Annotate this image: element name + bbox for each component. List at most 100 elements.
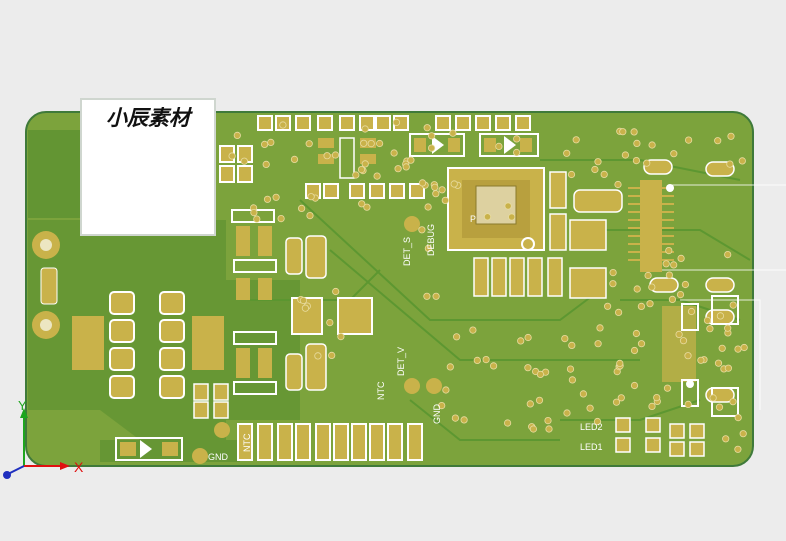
axis-origin <box>3 471 11 479</box>
via <box>568 341 576 349</box>
via <box>375 139 384 148</box>
via <box>617 394 625 402</box>
axis-gizmo: X Y <box>3 398 84 479</box>
resistor-bank <box>473 257 563 297</box>
via <box>423 292 431 300</box>
via <box>729 301 737 309</box>
via-field <box>228 118 748 453</box>
via <box>567 170 576 179</box>
via <box>653 393 661 402</box>
mcu-chip <box>447 167 545 251</box>
bottom-header-pads <box>237 423 423 461</box>
via <box>684 352 692 360</box>
test-points <box>192 216 442 464</box>
via <box>637 302 646 310</box>
via <box>442 386 450 394</box>
mcu-right-pads <box>549 171 623 299</box>
via <box>503 419 512 427</box>
via <box>524 364 532 372</box>
via <box>431 183 439 191</box>
via <box>250 209 258 217</box>
via <box>337 332 345 341</box>
via <box>495 142 503 150</box>
via <box>616 359 624 367</box>
via <box>290 155 299 163</box>
via <box>402 163 410 171</box>
via <box>446 363 454 371</box>
via <box>632 157 641 165</box>
via <box>668 295 677 303</box>
via <box>517 337 525 345</box>
via <box>328 351 336 359</box>
via <box>452 333 461 341</box>
via <box>394 165 402 173</box>
via <box>240 157 248 165</box>
via <box>360 139 368 147</box>
via <box>677 254 685 262</box>
via <box>272 193 280 201</box>
x-axis-label: X <box>74 459 84 475</box>
fiducial <box>521 237 535 251</box>
via <box>734 445 742 453</box>
via <box>609 280 617 288</box>
via <box>460 416 468 424</box>
via <box>392 118 400 127</box>
via <box>301 304 309 312</box>
mounting-hole-right-2 <box>686 380 694 388</box>
via <box>357 166 366 174</box>
via <box>740 343 748 352</box>
via <box>544 416 552 425</box>
via <box>332 287 340 296</box>
via <box>331 151 340 159</box>
via <box>646 300 654 308</box>
via <box>596 324 604 332</box>
via <box>679 337 688 345</box>
watermark-box: 小辰素材 <box>80 98 216 236</box>
z-axis-line <box>7 465 25 475</box>
via <box>633 139 641 147</box>
via <box>508 213 516 221</box>
via <box>665 247 673 255</box>
via <box>305 140 313 148</box>
via <box>632 329 641 338</box>
via <box>662 260 670 268</box>
via <box>637 340 646 348</box>
right-ic <box>628 180 674 272</box>
via <box>714 359 723 367</box>
via <box>441 196 449 204</box>
inductor-pad-right <box>192 316 224 370</box>
via <box>262 160 270 168</box>
via <box>432 292 440 300</box>
via <box>263 195 272 203</box>
y-axis-arrow <box>20 408 28 418</box>
via <box>512 148 521 157</box>
via <box>648 402 656 410</box>
via <box>504 202 512 210</box>
via <box>561 334 569 343</box>
via <box>663 384 672 392</box>
via <box>427 144 436 152</box>
label-led1: LED1 <box>580 442 603 452</box>
via <box>703 316 712 324</box>
bottom-left-resistors <box>193 383 229 419</box>
via <box>697 356 705 364</box>
via <box>524 333 532 342</box>
via <box>714 137 722 145</box>
via <box>609 268 617 277</box>
via <box>643 159 651 167</box>
via <box>432 190 440 198</box>
via <box>633 285 641 293</box>
via <box>684 136 693 144</box>
via <box>734 413 742 422</box>
via <box>306 212 314 220</box>
bottom-diode <box>115 437 183 461</box>
via <box>253 215 261 223</box>
via <box>297 204 306 212</box>
mount-hole-1-drill <box>40 239 52 251</box>
mount-hole-2-drill <box>40 319 52 331</box>
via <box>535 396 544 404</box>
via <box>545 425 553 433</box>
mounting-hole-right <box>666 184 674 192</box>
via <box>644 271 652 280</box>
